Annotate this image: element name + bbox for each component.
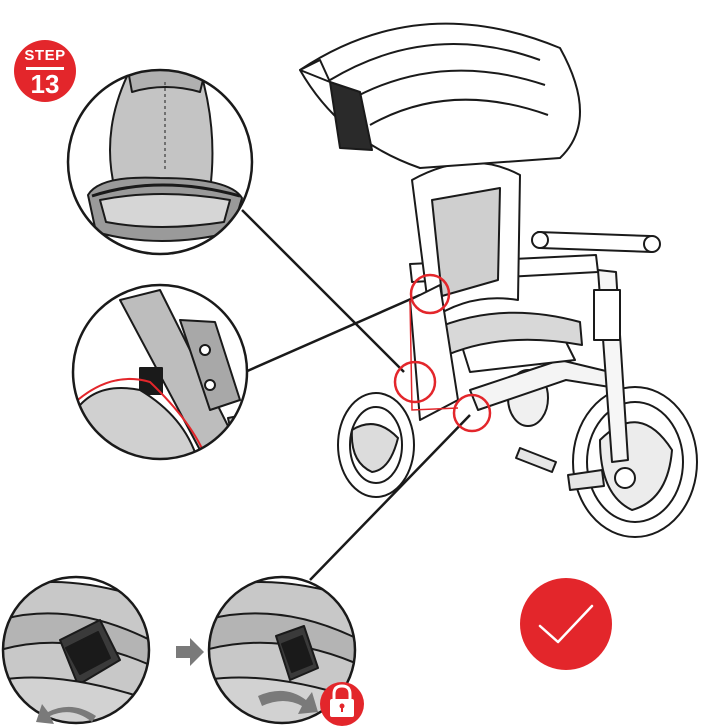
connector-lines <box>241 209 471 581</box>
side-panel-red-outline <box>409 299 459 411</box>
step-label: STEP <box>24 47 66 64</box>
tricycle-illustration <box>299 22 698 538</box>
step-badge: STEP 13 <box>14 40 76 102</box>
zoom-detail-hinge <box>71 283 249 461</box>
rotate-arrow-unlocked <box>36 704 96 724</box>
padlock-icon <box>320 682 364 726</box>
zoom-detail-strap-locked <box>207 575 357 725</box>
connector-line-lock <box>309 414 471 581</box>
pedal <box>515 447 557 473</box>
highlight-canopy-clip <box>393 360 437 404</box>
connector-line-canopy <box>241 209 405 373</box>
connector-line-hinge <box>244 293 421 374</box>
step-number: 13 <box>30 69 60 99</box>
steering-column <box>593 289 621 341</box>
canopy-window <box>329 81 373 151</box>
highlight-lock <box>452 393 492 433</box>
zoom-detail-basket <box>66 68 254 256</box>
check-mark-icon <box>520 578 612 670</box>
front-wheel <box>572 386 698 538</box>
highlight-circles <box>393 273 492 433</box>
step-divider <box>26 67 64 70</box>
handlebar <box>537 231 653 253</box>
seat <box>431 311 583 359</box>
zoom-detail-strap-open <box>1 575 151 725</box>
right-arrow-icon <box>176 638 204 666</box>
rear-wheel <box>337 392 415 498</box>
pedal-right <box>567 469 605 491</box>
rotate-arrow-locked <box>258 690 318 714</box>
highlight-hinge <box>409 273 451 315</box>
